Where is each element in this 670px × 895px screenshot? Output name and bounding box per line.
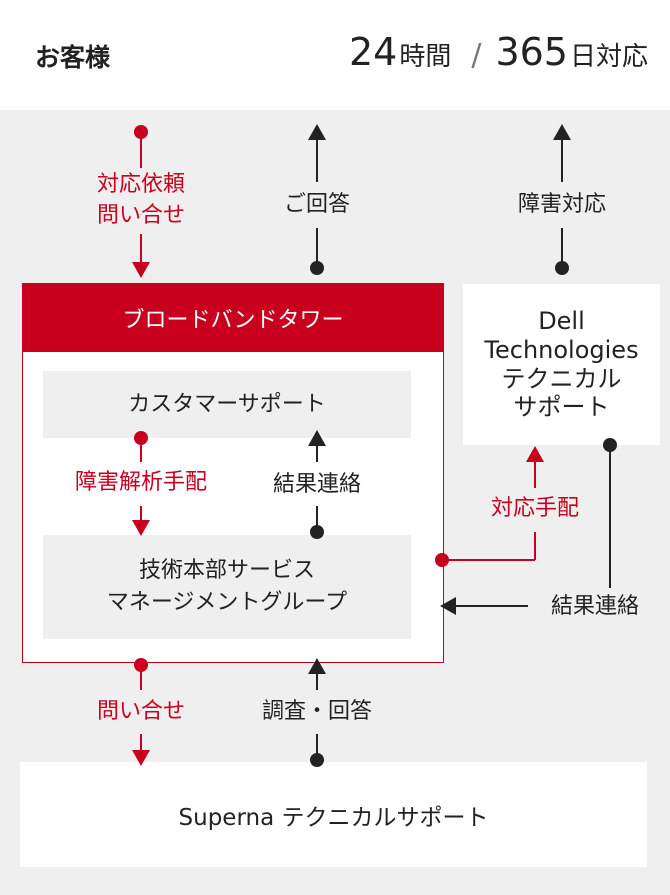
superna-support-box: Superna テクニカルサポート bbox=[20, 762, 647, 867]
dell-line1: Dell bbox=[538, 306, 585, 335]
support-hours: 24 時間 / 365 日対応 bbox=[349, 30, 648, 74]
inquiry-arrow bbox=[132, 658, 150, 766]
dell-line4: サポート bbox=[513, 393, 610, 422]
request-arrow bbox=[132, 125, 150, 278]
hours-unit: 時間 bbox=[399, 42, 452, 72]
result-contact-inner-label: 結果連絡 bbox=[272, 472, 361, 497]
dell-line2: Technologies bbox=[484, 335, 639, 364]
customer-support-box: カスタマーサポート bbox=[43, 371, 411, 438]
dell-support-box: Dell Technologies テクニカル サポート bbox=[463, 284, 660, 445]
customer-support-label: カスタマーサポート bbox=[128, 391, 326, 417]
slash-divider: / bbox=[471, 38, 482, 73]
investigation-label: 調査・回答 bbox=[261, 699, 372, 724]
header-bar bbox=[0, 0, 670, 110]
request-label: 対応依頼 問い合せ bbox=[71, 170, 211, 232]
arrangement-arrow bbox=[435, 446, 544, 567]
inquiry-label: 問い合せ bbox=[96, 699, 185, 724]
tech-service-group-box: 技術本部サービス マネージメントグループ bbox=[43, 535, 411, 639]
days-number: 365 bbox=[495, 30, 568, 74]
result-contact-inner-arrow bbox=[308, 430, 326, 539]
broadband-tower-title: ブロードバンドタワー bbox=[22, 283, 444, 352]
reply-label: ご回答 bbox=[283, 192, 350, 217]
tech-group-line1: 技術本部サービス bbox=[138, 558, 315, 584]
arrangement-label: 対応手配 bbox=[490, 496, 579, 521]
request-label-line1: 対応依頼 bbox=[96, 172, 185, 197]
customer-title: お客様 bbox=[35, 43, 111, 72]
failure-analysis-arrow bbox=[132, 431, 150, 536]
reply-arrow bbox=[308, 124, 326, 275]
days-unit: 日対応 bbox=[569, 42, 648, 72]
hours-number: 24 bbox=[348, 30, 398, 74]
incident-response-label: 障害対応 bbox=[517, 192, 606, 217]
tech-group-line2: マネージメントグループ bbox=[106, 590, 348, 615]
investigation-arrow bbox=[308, 658, 326, 767]
request-label-line2: 問い合せ bbox=[96, 202, 185, 228]
incident-response-arrow bbox=[553, 124, 571, 275]
result-contact-dell-label: 結果連絡 bbox=[550, 594, 639, 619]
failure-analysis-label: 障害解析手配 bbox=[74, 470, 207, 495]
result-contact-dell-arrow bbox=[440, 438, 617, 615]
superna-label: Superna テクニカルサポート bbox=[178, 804, 489, 831]
dell-line3: テクニカル bbox=[501, 364, 622, 393]
